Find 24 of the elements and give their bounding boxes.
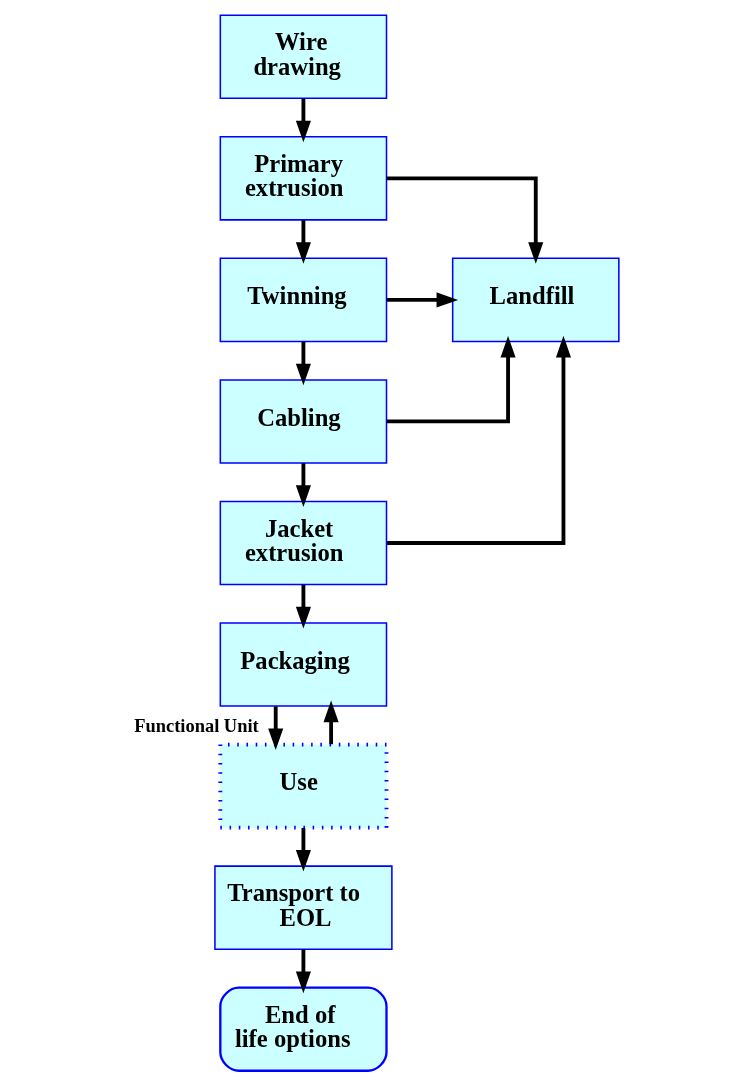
node-box: Cabling bbox=[219, 379, 388, 464]
node-box: Jacket extrusion bbox=[219, 500, 388, 586]
arrow bbox=[295, 827, 311, 872]
arrow bbox=[323, 700, 339, 745]
arrow bbox=[387, 335, 571, 545]
arrow bbox=[295, 463, 311, 507]
arrow bbox=[386, 176, 544, 264]
edge-label: Functional Unit bbox=[134, 715, 259, 736]
node-box: Twinning bbox=[219, 257, 388, 343]
node-box: Use bbox=[218, 742, 389, 830]
node-box: End of life options bbox=[219, 986, 388, 1072]
arrow bbox=[295, 949, 311, 994]
arrow bbox=[268, 706, 284, 751]
node-box: Wire drawing bbox=[219, 14, 388, 100]
arrow bbox=[295, 220, 311, 264]
node-box: Landfill bbox=[451, 257, 620, 343]
arrow bbox=[386, 335, 516, 424]
arrow bbox=[295, 98, 311, 143]
arrow bbox=[386, 292, 459, 308]
arrow bbox=[295, 584, 311, 629]
arrow bbox=[295, 341, 311, 386]
node-box: Primary extrusion bbox=[219, 136, 388, 221]
node-box: Transport to EOL bbox=[214, 865, 393, 950]
node-box: Packaging bbox=[219, 622, 388, 707]
